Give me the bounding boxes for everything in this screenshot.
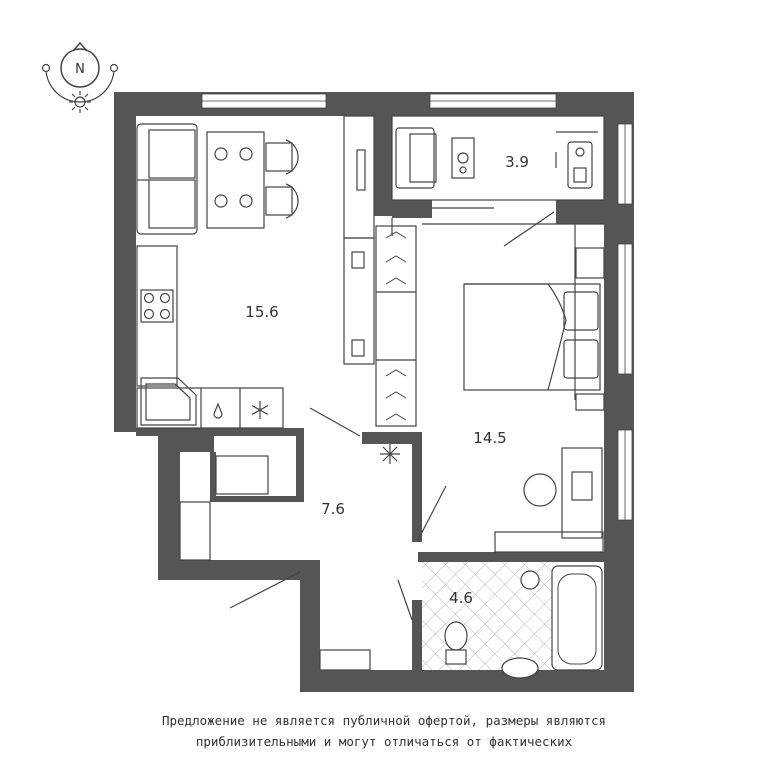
wardrobe-living (343, 115, 375, 365)
desk (494, 447, 604, 553)
area-label-bathroom: 4.6 (449, 589, 473, 607)
dining-table (206, 131, 299, 229)
plant-icon (380, 444, 400, 464)
floor-plan: N (41, 41, 634, 692)
disclaimer: Предложение не является публичной оферто… (0, 710, 768, 752)
disclaimer-line-1: Предложение не является публичной оферто… (161, 713, 606, 728)
sun-icon (69, 91, 91, 113)
disclaimer-line-2: приблизительными и могут отличаться от ф… (195, 734, 573, 749)
wardrobe-bedroom (375, 225, 417, 427)
bed (463, 247, 605, 411)
balcony-furniture (395, 127, 598, 189)
compass-north-letter: N (75, 62, 85, 77)
sofa (136, 123, 198, 235)
hallway-cabinets (179, 455, 371, 671)
area-label-balcony: 3.9 (505, 153, 529, 171)
thin-walls (391, 115, 605, 400)
area-label-hallway: 7.6 (321, 500, 345, 518)
kitchen-counter (136, 245, 284, 429)
snowflake-icon (251, 401, 269, 419)
windows (201, 93, 633, 521)
doors (229, 207, 555, 621)
area-label-living-kitchen: 15.6 (245, 303, 278, 321)
compass: N (41, 41, 119, 113)
bathroom (422, 562, 603, 679)
area-label-bedroom: 14.5 (473, 429, 506, 447)
